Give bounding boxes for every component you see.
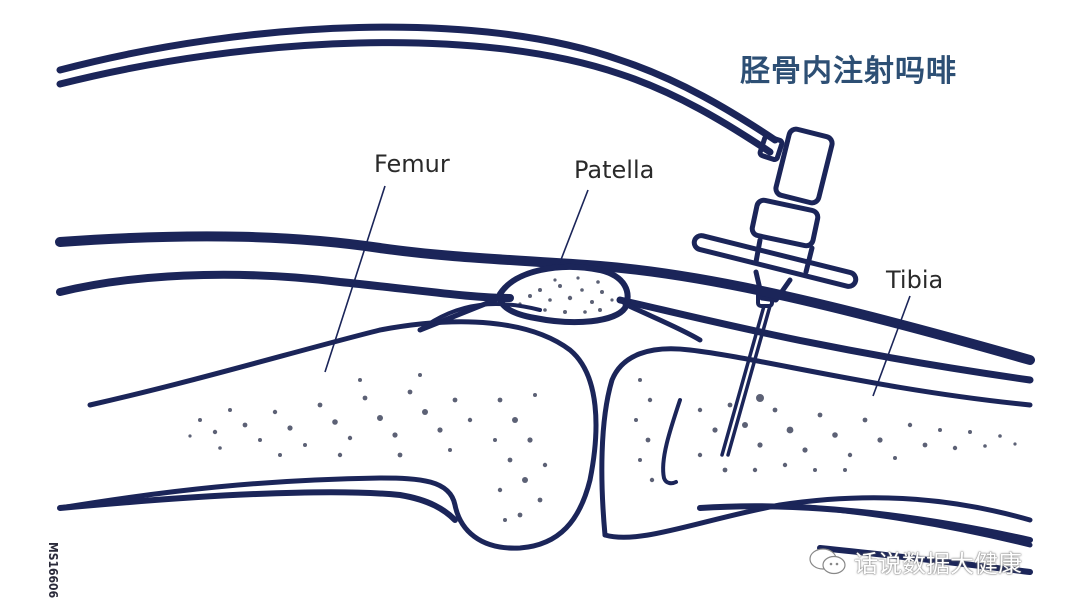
watermark: 话说数据大健康 [808,544,1022,579]
femur [57,302,599,551]
lower-skin-lines [57,489,1033,575]
patella [417,264,703,343]
figure-code: MS16606 [46,542,60,599]
femur-label: Femur [374,150,450,178]
femur-texture [188,373,548,522]
patella-label: Patella [574,156,655,184]
page-title: 胫骨内注射吗啡 [740,54,957,89]
tibia [599,346,1033,548]
tibia-texture [634,378,1017,483]
skin-lines [55,231,1035,384]
infusion-tubing [56,23,779,156]
patella-leader-line [556,189,589,271]
wechat-icon [809,547,846,574]
watermark-text: 话说数据大健康 [854,550,1022,578]
tibia-label: Tibia [886,266,944,294]
tibia-leader-line [872,295,911,397]
femur-leader-line [324,185,386,373]
